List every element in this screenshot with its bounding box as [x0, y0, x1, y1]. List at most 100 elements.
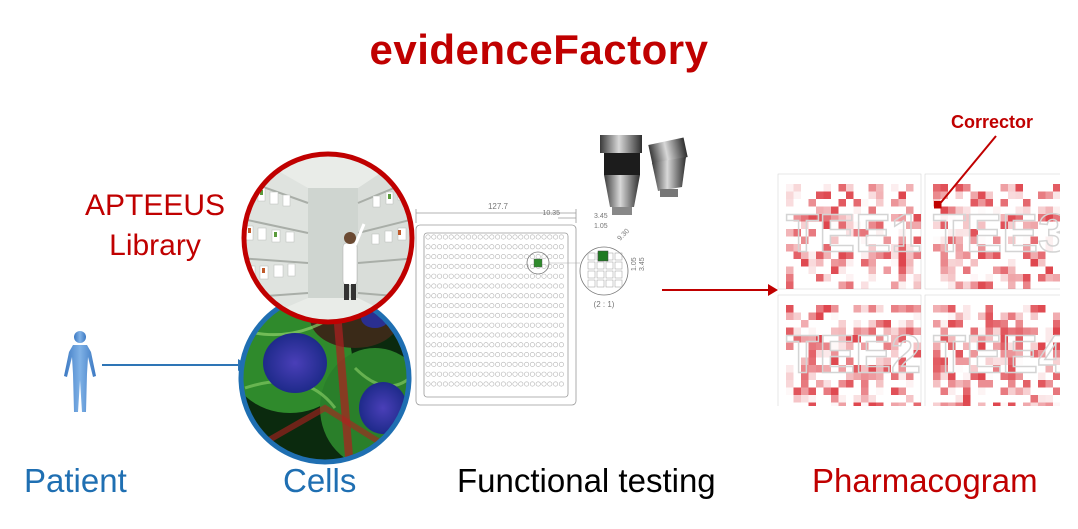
heatmap-cell: [876, 365, 884, 373]
plate-well: [489, 352, 495, 358]
plate-well: [529, 352, 535, 358]
plate-well: [547, 352, 553, 358]
plate-well: [454, 234, 460, 240]
plate-well: [529, 342, 535, 348]
heatmap-cell: [963, 281, 971, 289]
plate-well: [558, 332, 564, 338]
heatmap-cell: [898, 305, 906, 313]
plate-well: [442, 273, 448, 279]
plate-well: [431, 283, 437, 289]
heatmap-cell: [868, 320, 876, 328]
heatmap-cell: [1030, 305, 1038, 313]
heatmap-cell: [868, 206, 876, 214]
plate-well: [460, 361, 466, 367]
heatmap-cell: [1015, 312, 1023, 320]
heatmap-cell: [985, 335, 993, 343]
well-plate-drawing: 127.7 10.35 3.45 1.05 9.30 1.05 3.45 (2 …: [415, 202, 646, 406]
heatmap-cell: [898, 236, 906, 244]
heatmap-cell: [876, 335, 884, 343]
heatmap-cell: [823, 350, 831, 358]
plate-well: [471, 244, 477, 250]
heatmap-cell: [883, 365, 891, 373]
plate-well: [495, 293, 501, 299]
plate-well: [454, 342, 460, 348]
plate-well: [442, 283, 448, 289]
plate-well: [466, 254, 472, 260]
plate-well: [541, 361, 547, 367]
heatmap-cell: [838, 320, 846, 328]
plate-well: [437, 273, 443, 279]
plate-well: [512, 371, 518, 377]
heatmap-cell: [985, 320, 993, 328]
plate-well: [471, 293, 477, 299]
heatmap-cell: [853, 320, 861, 328]
heatmap-cell: [1053, 191, 1060, 199]
plate-well: [524, 332, 530, 338]
plate-well: [460, 381, 466, 387]
heatmap-cell: [1000, 214, 1008, 222]
heatmap-cell: [868, 244, 876, 252]
plate-well: [442, 381, 448, 387]
plate-dim-d5: 3.45: [639, 257, 646, 271]
heatmap-cell: [1045, 365, 1053, 373]
zoom-well: [587, 270, 596, 279]
heatmap-cell: [846, 251, 854, 259]
plate-well: [466, 273, 472, 279]
heatmap-cell: [1045, 327, 1053, 335]
plate-well: [460, 332, 466, 338]
plate-zoom-ratio: (2 : 1): [594, 300, 615, 309]
heatmap-cell: [868, 365, 876, 373]
plate-well: [541, 303, 547, 309]
heatmap-cell: [868, 221, 876, 229]
heatmap-cell: [1045, 206, 1053, 214]
heatmap-cell: [1015, 342, 1023, 350]
heatmap-cell: [1030, 259, 1038, 267]
heatmap-cell: [1008, 259, 1016, 267]
plate-well: [425, 244, 431, 250]
heatmap-cell: [963, 380, 971, 388]
heatmap-cell: [883, 357, 891, 365]
plate-well: [477, 342, 483, 348]
heatmap-cell: [898, 320, 906, 328]
plate-well: [466, 244, 472, 250]
plate-well: [489, 361, 495, 367]
plate-well: [500, 342, 506, 348]
plate-well: [535, 244, 541, 250]
heatmap-cell: [838, 184, 846, 192]
heatmap-cell: [823, 206, 831, 214]
plate-well: [535, 332, 541, 338]
heatmap-cell: [993, 327, 1001, 335]
heatmap-cell: [838, 251, 846, 259]
plate-well: [495, 381, 501, 387]
plate-well: [477, 312, 483, 318]
heatmap-cell: [876, 320, 884, 328]
heatmap-cell: [808, 312, 816, 320]
heatmap-cell: [883, 236, 891, 244]
heatmap-cell: [868, 395, 876, 403]
plate-well: [506, 352, 512, 358]
plate-well: [553, 273, 559, 279]
plate-well: [454, 361, 460, 367]
plate-well: [535, 273, 541, 279]
heatmap-cell: [1008, 281, 1016, 289]
heatmap-cell: [1000, 199, 1008, 207]
heatmap-cell: [1030, 312, 1038, 320]
heatmap-cell: [1000, 327, 1008, 335]
heatmap-cell: [786, 388, 794, 396]
heatmap-cell: [786, 199, 794, 207]
pharmacogram-quadrant: TEE4: [924, 294, 1060, 406]
plate-well: [437, 322, 443, 328]
heatmap-cell: [948, 305, 956, 313]
heatmap-cell: [1023, 281, 1031, 289]
heatmap-cell: [906, 259, 914, 267]
caption-functional-testing: Functional testing: [457, 462, 716, 499]
heatmap-cell: [940, 221, 948, 229]
plate-well: [541, 342, 547, 348]
plate-well: [431, 293, 437, 299]
heatmap-cell: [963, 305, 971, 313]
plate-well: [529, 303, 535, 309]
zoom-well: [587, 252, 596, 261]
heatmap-cell: [1038, 214, 1046, 222]
heatmap-cell: [838, 342, 846, 350]
